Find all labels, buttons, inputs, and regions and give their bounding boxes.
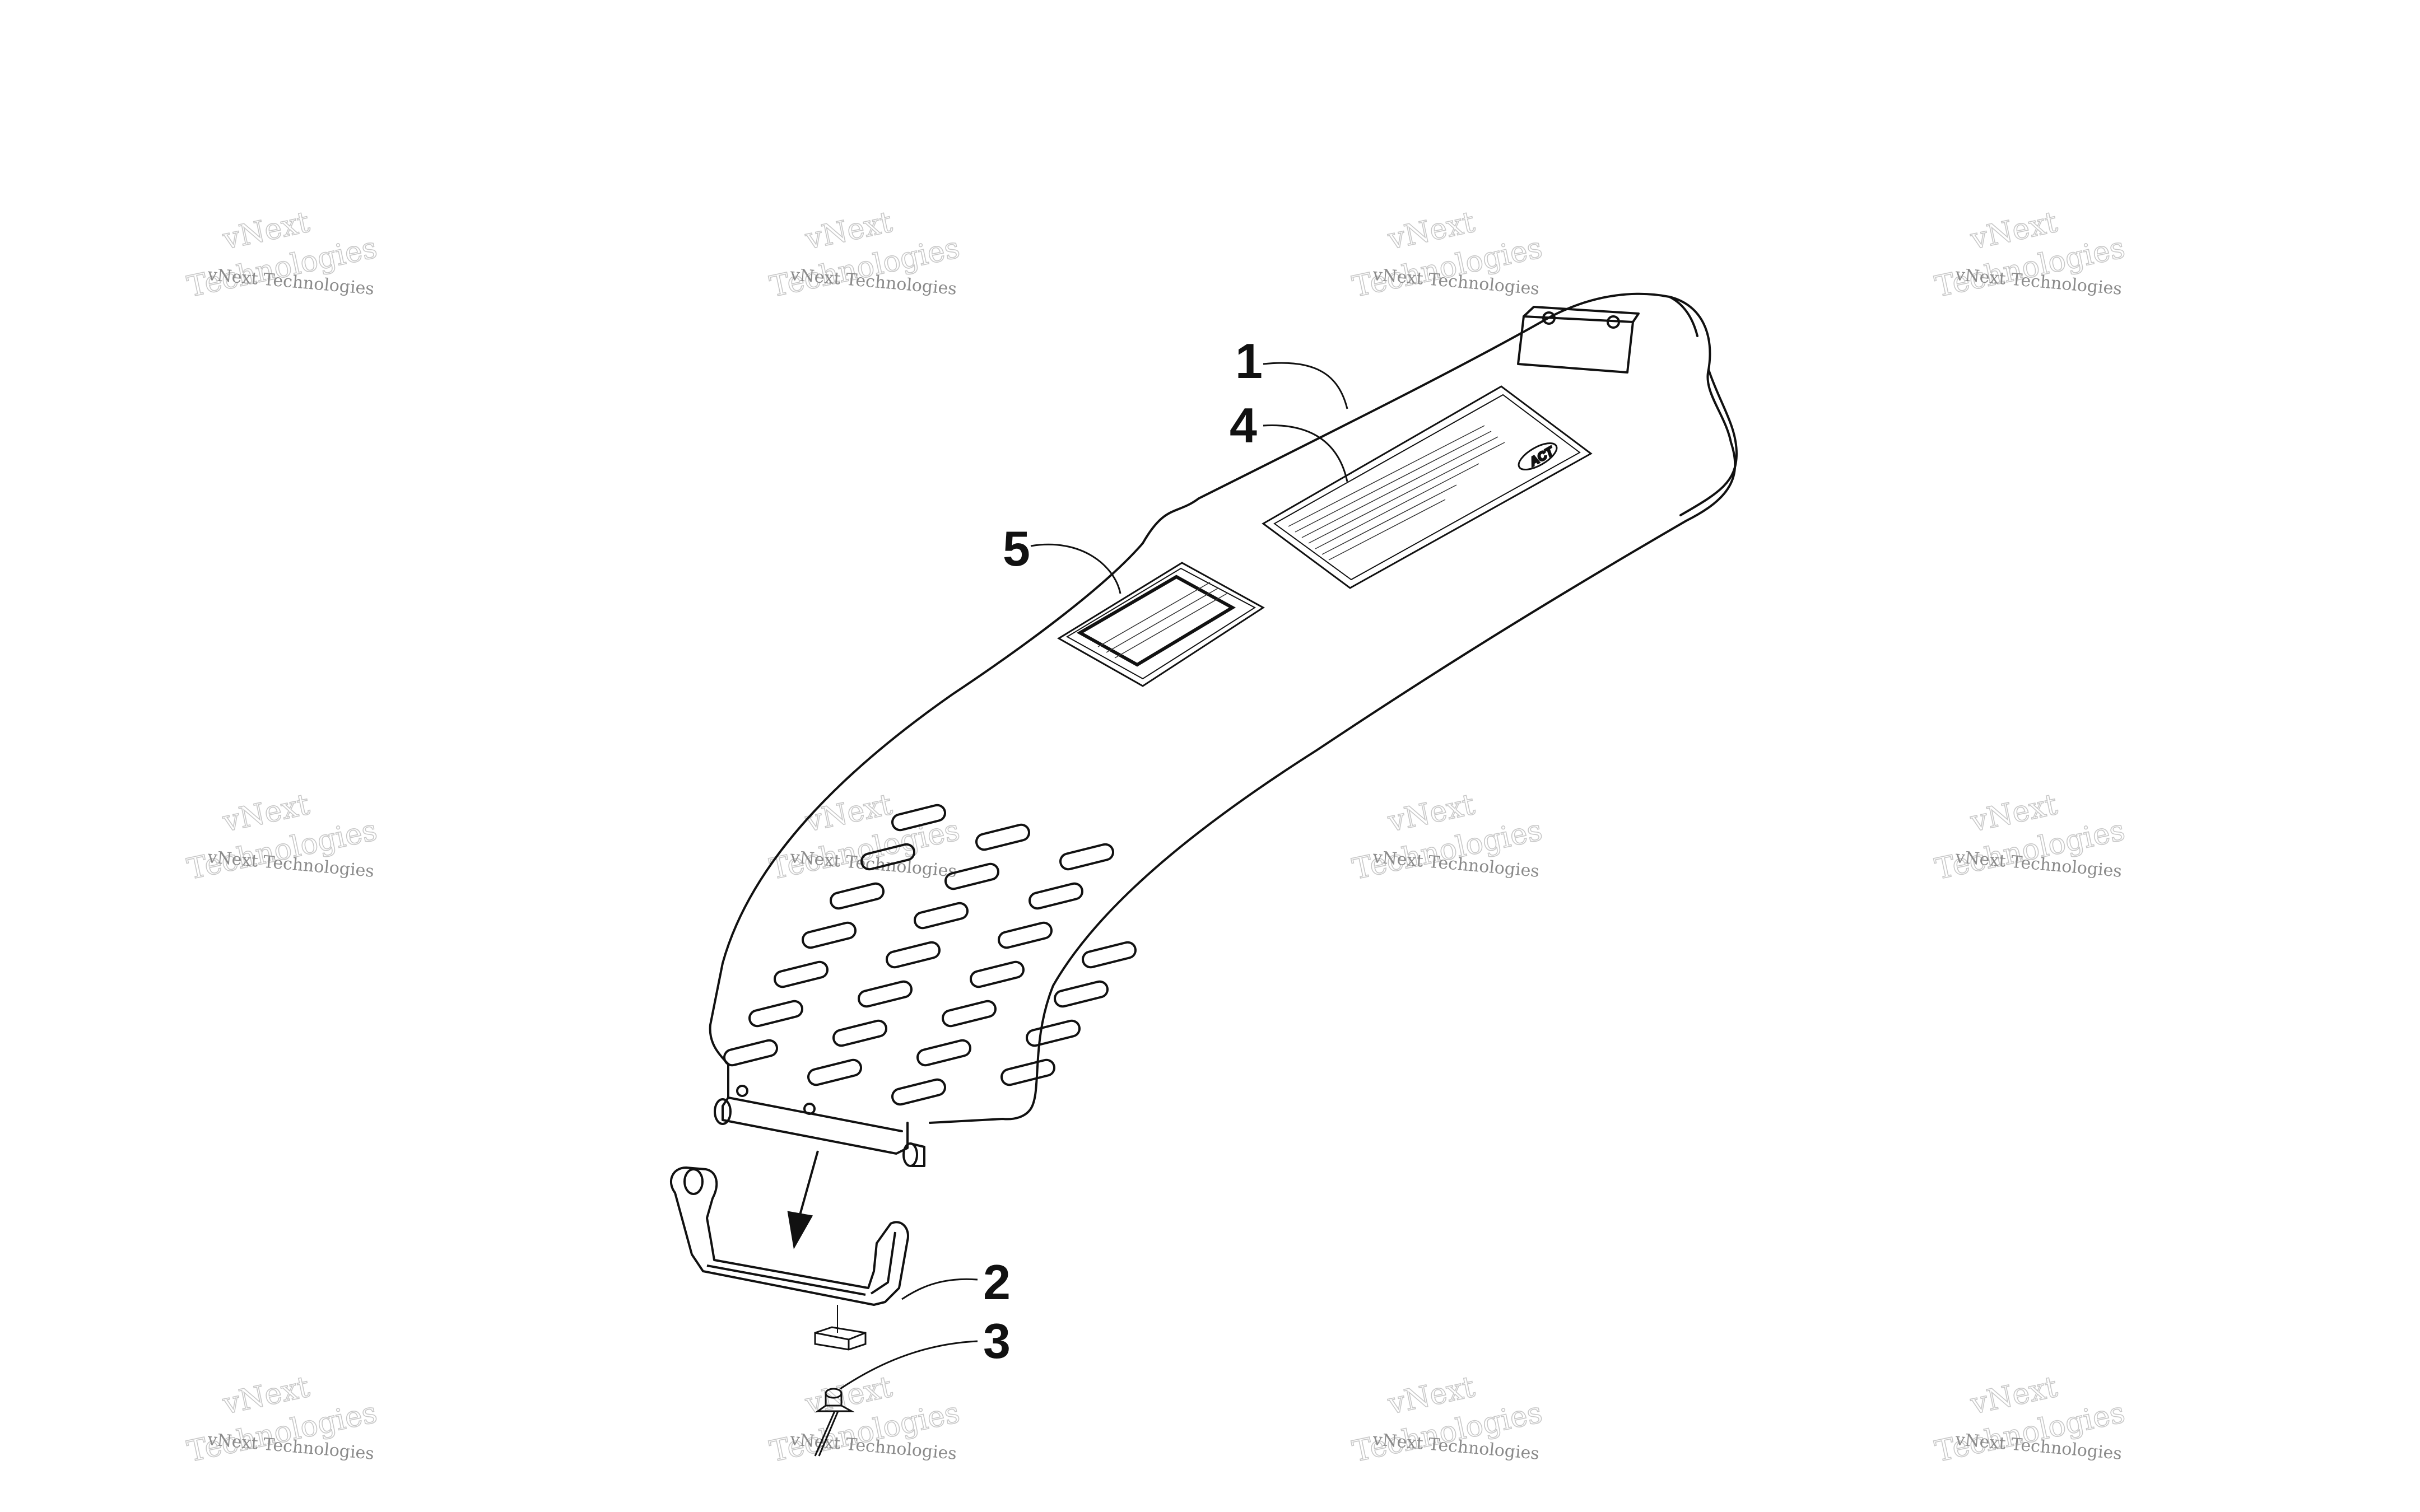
leader-3 <box>840 1340 978 1390</box>
vent-slot <box>970 960 1025 988</box>
vent-slot <box>886 941 941 969</box>
cover-panel <box>709 292 1738 1167</box>
bracket <box>669 1166 909 1306</box>
assembly-arrow <box>787 1150 819 1249</box>
callout-1: 1 <box>1235 333 1263 389</box>
rivet-assembly <box>814 1305 867 1457</box>
vent-slot <box>1028 882 1083 910</box>
vent-slot <box>891 1078 946 1106</box>
act-logo-ring <box>1518 442 1558 471</box>
callout-numbers: 1 4 5 2 3 <box>983 333 1263 1369</box>
callout-2: 2 <box>983 1254 1011 1310</box>
decal-warning <box>1057 562 1265 687</box>
decal-main: ACT <box>1262 385 1593 589</box>
vent-slot <box>1054 980 1109 1008</box>
vent-slot <box>1026 1019 1081 1047</box>
callout-5: 5 <box>1003 521 1030 576</box>
vent-slot <box>748 1000 803 1028</box>
vent-slot <box>998 921 1053 949</box>
vent-slot <box>860 843 915 871</box>
vent-slot <box>916 1039 971 1067</box>
callout-3: 3 <box>983 1313 1011 1369</box>
vent-slot <box>975 823 1030 851</box>
vent-slot <box>942 1000 997 1028</box>
leader-5 <box>1030 543 1121 594</box>
leader-2 <box>901 1278 978 1300</box>
vent-slot <box>944 862 999 890</box>
vent-slot <box>832 1019 887 1047</box>
vent-slot <box>807 1058 862 1086</box>
leader-lines <box>840 362 1348 1390</box>
callout-4: 4 <box>1230 398 1257 453</box>
leader-1 <box>1263 362 1348 409</box>
vent-slot <box>830 882 885 910</box>
vent-slot <box>802 921 857 949</box>
vent-slot <box>723 1039 778 1067</box>
vent-slot <box>1082 941 1137 969</box>
vent-slot <box>858 980 913 1008</box>
decal-fine-print <box>1288 425 1505 561</box>
vent-slot <box>774 960 829 988</box>
vent-slots <box>723 804 1137 1106</box>
leader-4 <box>1263 424 1348 482</box>
vent-slot <box>1059 843 1114 871</box>
vent-slot <box>914 902 969 930</box>
warning-fine-print <box>1097 582 1227 659</box>
vent-slot <box>1000 1058 1055 1086</box>
vent-slot <box>891 804 946 832</box>
